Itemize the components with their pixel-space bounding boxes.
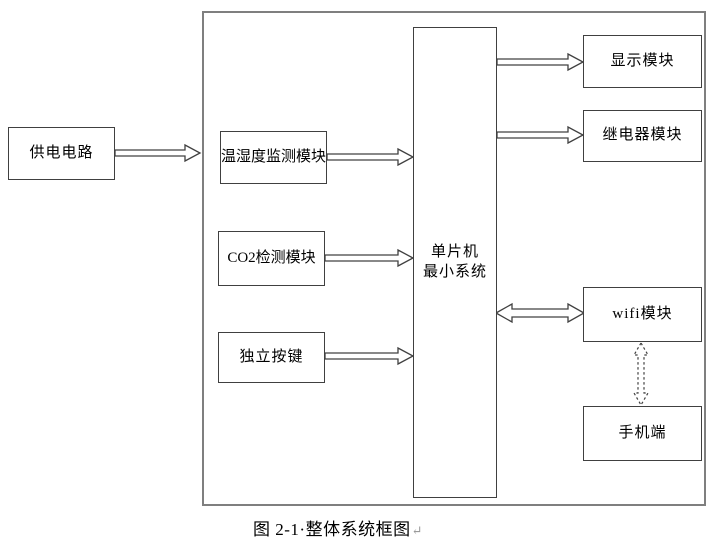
relay-module-box: 继电器模块 [583, 110, 702, 162]
power-supply-box: 供电电路 [8, 127, 115, 180]
figure-caption-text: 图 2-1·整体系统框图 [253, 520, 411, 539]
figure-caption: 图 2-1·整体系统框图↵ [253, 515, 423, 540]
arrow-co2-to-mcu [324, 248, 415, 268]
arrow-power-to-frame [114, 143, 202, 163]
temp-humidity-module-box: 温湿度监测模块 [220, 131, 327, 184]
co2-module-box: CO2检测模块 [218, 231, 325, 286]
wifi-module-label: wifi模块 [612, 305, 673, 322]
power-supply-label: 供电电路 [29, 144, 94, 161]
arrow-keys-to-mcu [324, 346, 415, 366]
phone-client-label: 手机端 [618, 424, 667, 441]
arrow-mcu-to-relay [496, 125, 585, 145]
temp-humidity-module-label: 温湿度监测模块 [221, 148, 327, 165]
display-module-box: 显示模块 [583, 35, 702, 88]
phone-client-box: 手机端 [583, 406, 702, 461]
mcu-minimum-system-box: 单片机 最小系统 [413, 27, 497, 498]
independent-keys-box: 独立按键 [218, 332, 325, 383]
co2-module-label: CO2检测模块 [227, 249, 316, 266]
relay-module-label: 继电器模块 [602, 127, 683, 144]
mcu-label-line2: 最小系统 [422, 263, 487, 280]
independent-keys-label: 独立按键 [239, 348, 304, 365]
arrow-mcu-wifi-bidirectional [494, 302, 586, 324]
wifi-module-box: wifi模块 [583, 287, 702, 342]
arrow-wifi-phone-dotted [632, 341, 650, 407]
paragraph-mark: ↵ [411, 523, 423, 538]
arrow-temp-to-mcu [326, 147, 415, 167]
system-outer-frame [202, 11, 706, 506]
display-module-label: 显示模块 [610, 52, 675, 69]
arrow-mcu-to-display [496, 52, 585, 72]
mcu-label-line1: 单片机 [430, 244, 479, 260]
